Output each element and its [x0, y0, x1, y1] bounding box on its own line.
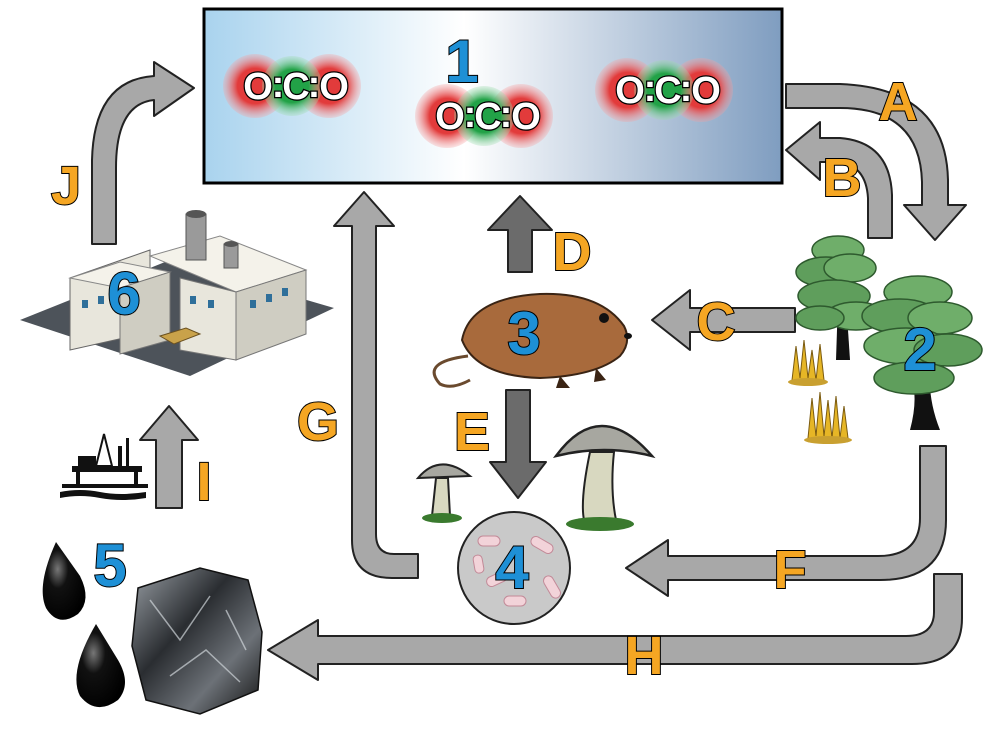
- coal-icon: [131, 567, 263, 715]
- large-tree-icon: [861, 275, 983, 430]
- label-i: I: [196, 452, 211, 512]
- arrow-f: [625, 445, 947, 597]
- co2-bond-1: :: [644, 68, 657, 110]
- decomposers-group: 4: [415, 424, 656, 625]
- co2-oxygen-1: O: [243, 66, 273, 108]
- arrow-j: [91, 61, 195, 245]
- co2-carbon: C: [654, 70, 681, 112]
- microbe-circle-icon: [457, 511, 571, 625]
- decomposers-number: 4: [495, 534, 529, 601]
- arrow-e: [489, 389, 547, 499]
- arrow-a: [785, 83, 967, 241]
- plants-number: 2: [903, 316, 936, 383]
- factory-group: 6: [20, 210, 334, 376]
- label-d: D: [553, 222, 592, 282]
- large-mushroom-icon: [552, 424, 656, 531]
- oil-drop-icon: [42, 542, 86, 620]
- co2-carbon: C: [282, 66, 309, 108]
- co2-oxygen-2: O: [511, 96, 541, 138]
- arrow-d: [487, 195, 553, 273]
- co2-oxygen-1: O: [435, 96, 465, 138]
- co2-oxygen-1: O: [615, 70, 645, 112]
- co2-carbon: C: [474, 96, 501, 138]
- animal-group: 3: [432, 292, 632, 388]
- label-j: J: [51, 156, 81, 216]
- atmosphere-number: 1: [445, 28, 478, 95]
- co2-oxygen-2: O: [691, 70, 721, 112]
- arrow-b: [785, 121, 893, 239]
- arrow-g: [333, 191, 419, 579]
- co2-bond-1: :: [464, 94, 477, 136]
- oil-drop-icon: [76, 624, 125, 708]
- fossil-fuels-number: 5: [93, 532, 126, 599]
- co2-bond-2: :: [500, 94, 513, 136]
- co2-molecule-center: O : C : O: [415, 84, 553, 148]
- co2-molecule-left: O : C : O: [223, 54, 361, 118]
- arrow-c: [651, 289, 796, 351]
- label-a: A: [879, 72, 918, 132]
- label-c: C: [697, 292, 736, 352]
- small-tree-icon: [795, 235, 887, 360]
- co2-bond-1: :: [272, 64, 285, 106]
- grass-icon: [788, 339, 852, 444]
- co2-bond-2: :: [308, 64, 321, 106]
- fossil-fuels-group: 5: [42, 531, 263, 715]
- co2-oxygen-2: O: [319, 66, 349, 108]
- factory-number: 6: [107, 260, 140, 327]
- co2-molecule-right: O : C : O: [595, 58, 733, 122]
- plants-group: 2: [788, 235, 983, 444]
- animal-number: 3: [507, 300, 540, 367]
- label-b: B: [823, 148, 862, 208]
- label-e: E: [454, 402, 490, 462]
- label-f: F: [774, 540, 807, 600]
- co2-bond-2: :: [680, 68, 693, 110]
- label-g: G: [297, 392, 339, 452]
- arrow-h: [267, 573, 963, 681]
- small-mushroom-icon: [415, 463, 473, 523]
- label-h: H: [625, 626, 664, 686]
- arrow-i: [139, 405, 199, 509]
- vole-icon: [432, 292, 632, 388]
- oil-rig-icon: [60, 433, 148, 500]
